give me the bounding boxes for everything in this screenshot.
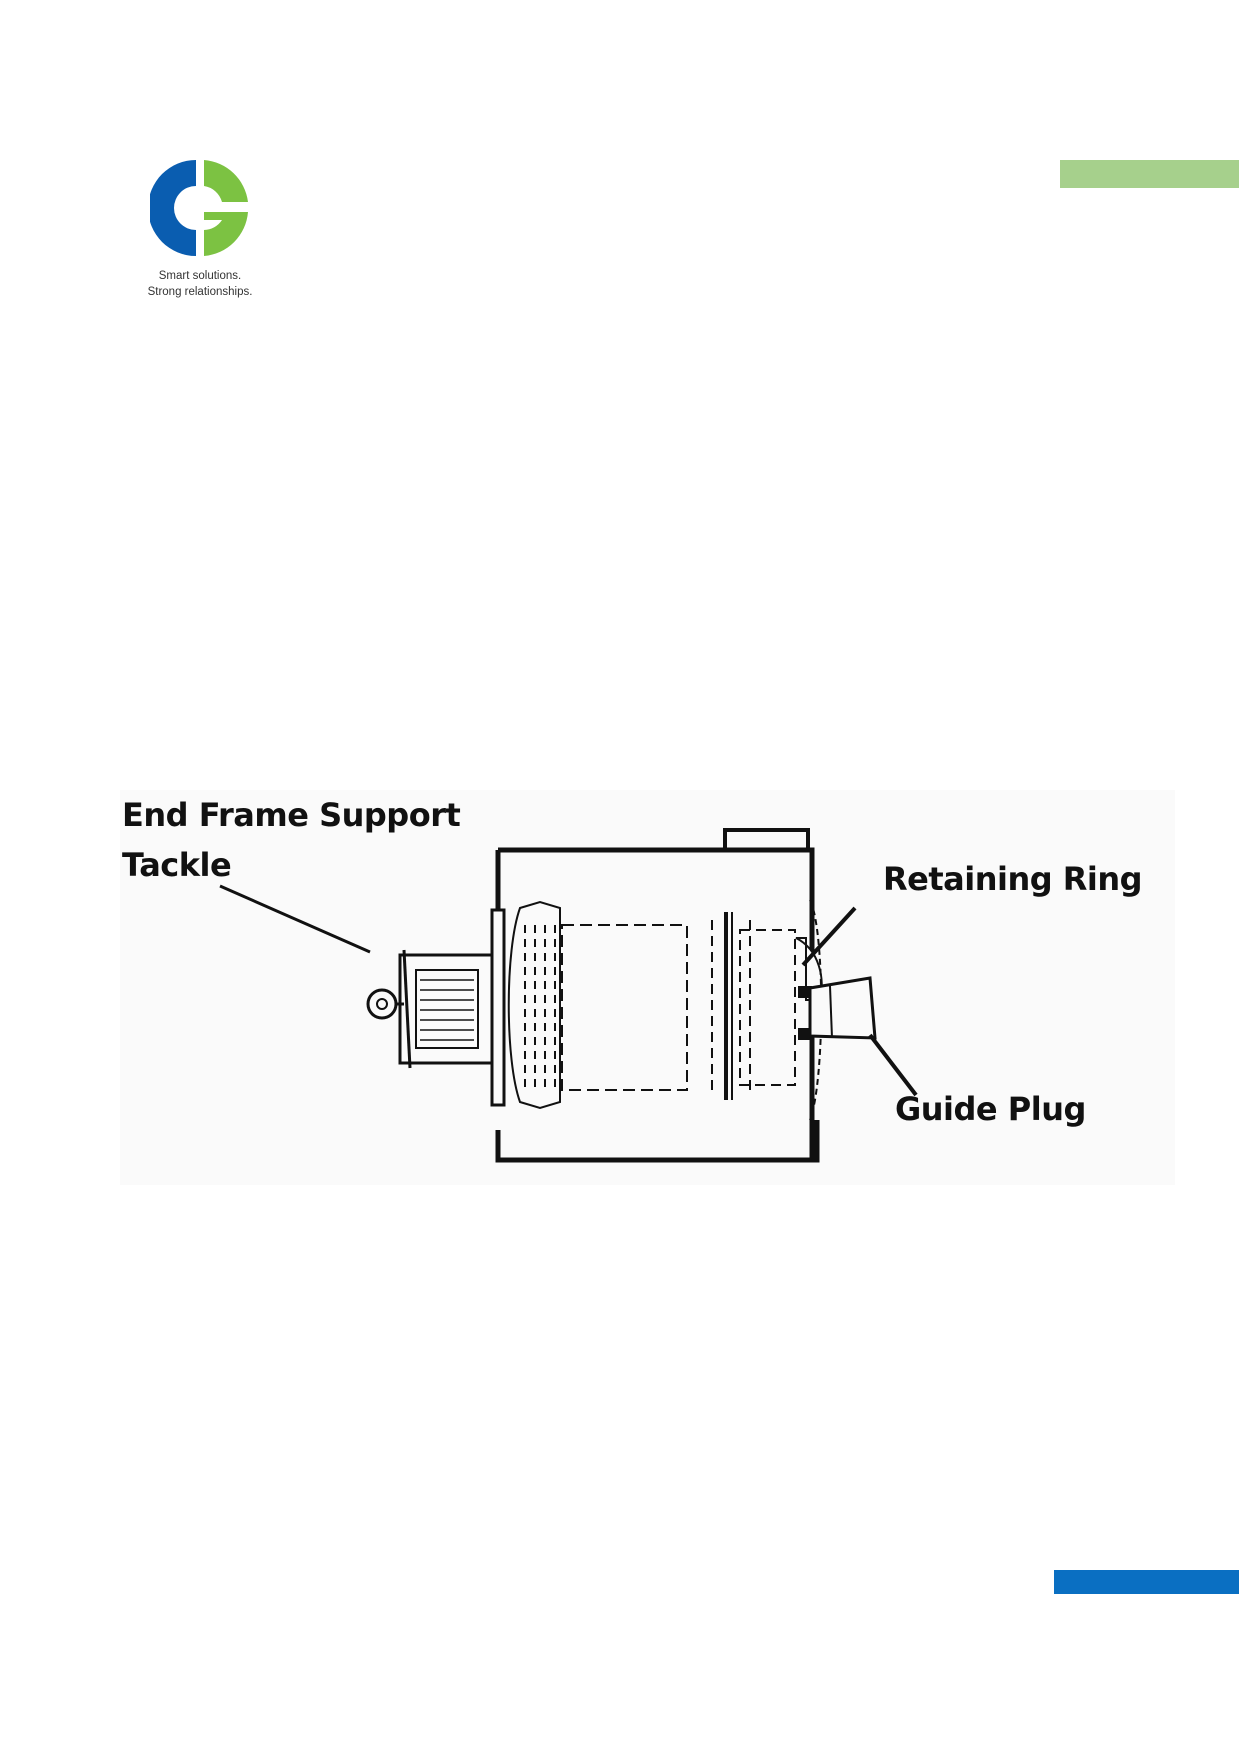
logo-tagline: Smart solutions. Strong relationships. xyxy=(130,268,270,300)
leader-guide-plug xyxy=(868,1033,918,1097)
label-end-frame-line2: Tackle xyxy=(122,846,232,884)
guide-plug xyxy=(808,976,877,1040)
label-end-frame-line1: End Frame Support xyxy=(122,796,461,834)
logo-mark xyxy=(150,160,248,256)
label-retaining-ring: Retaining Ring xyxy=(883,860,1143,898)
diagram-drawing xyxy=(219,828,918,1163)
company-logo: Smart solutions. Strong relationships. xyxy=(130,158,270,308)
winding-overhang xyxy=(507,900,561,1110)
tackle-hub xyxy=(415,969,479,1049)
logo-c-shape xyxy=(150,160,196,256)
leader-retaining-ring xyxy=(801,906,857,967)
bottom-accent-bar xyxy=(1054,1570,1239,1594)
tagline-line-2: Strong relationships. xyxy=(147,286,253,298)
tagline-line-1: Smart solutions. xyxy=(158,270,242,282)
rotor-core xyxy=(561,924,688,1091)
leader-end-frame xyxy=(219,884,371,954)
end-frame-flange xyxy=(490,908,506,1107)
terminal-box xyxy=(723,828,810,850)
label-guide-plug: Guide Plug xyxy=(895,1090,1086,1128)
eye-bolt xyxy=(366,988,398,1020)
top-accent-bar xyxy=(1060,160,1239,188)
assembly-diagram: End Frame Support Tackle Retaining Ring … xyxy=(120,790,1175,1185)
logo-g-shape xyxy=(204,160,248,256)
rotor-end-section xyxy=(739,929,796,1086)
